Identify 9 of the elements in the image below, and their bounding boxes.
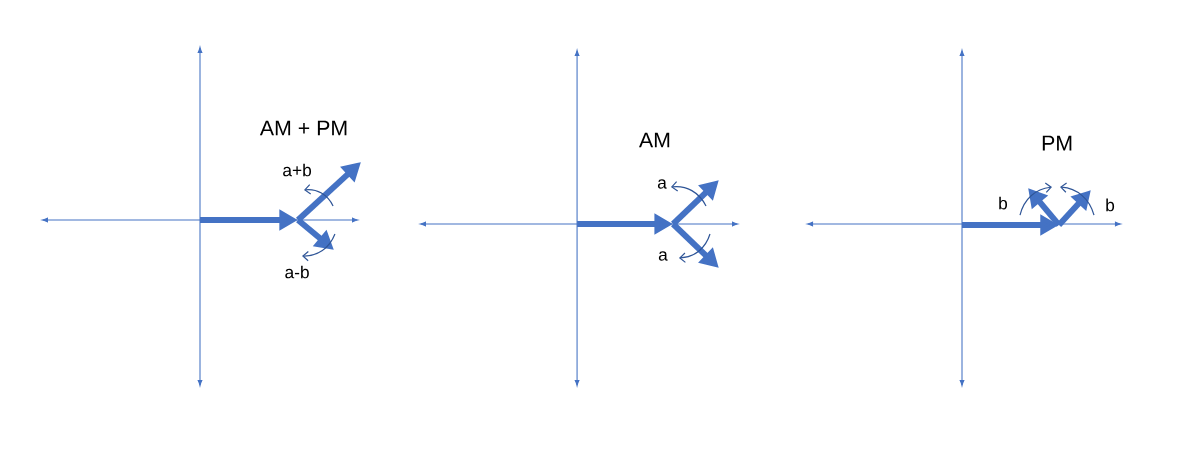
label: AM + PM: [259, 120, 347, 136]
label: a-b: [285, 265, 309, 279]
label: a: [657, 179, 667, 189]
label: PM: [1042, 135, 1072, 151]
label: AM: [639, 132, 670, 148]
label: b: [999, 196, 1008, 210]
label: a+b: [283, 163, 312, 177]
label: a: [658, 251, 668, 261]
label: b: [1106, 198, 1115, 212]
